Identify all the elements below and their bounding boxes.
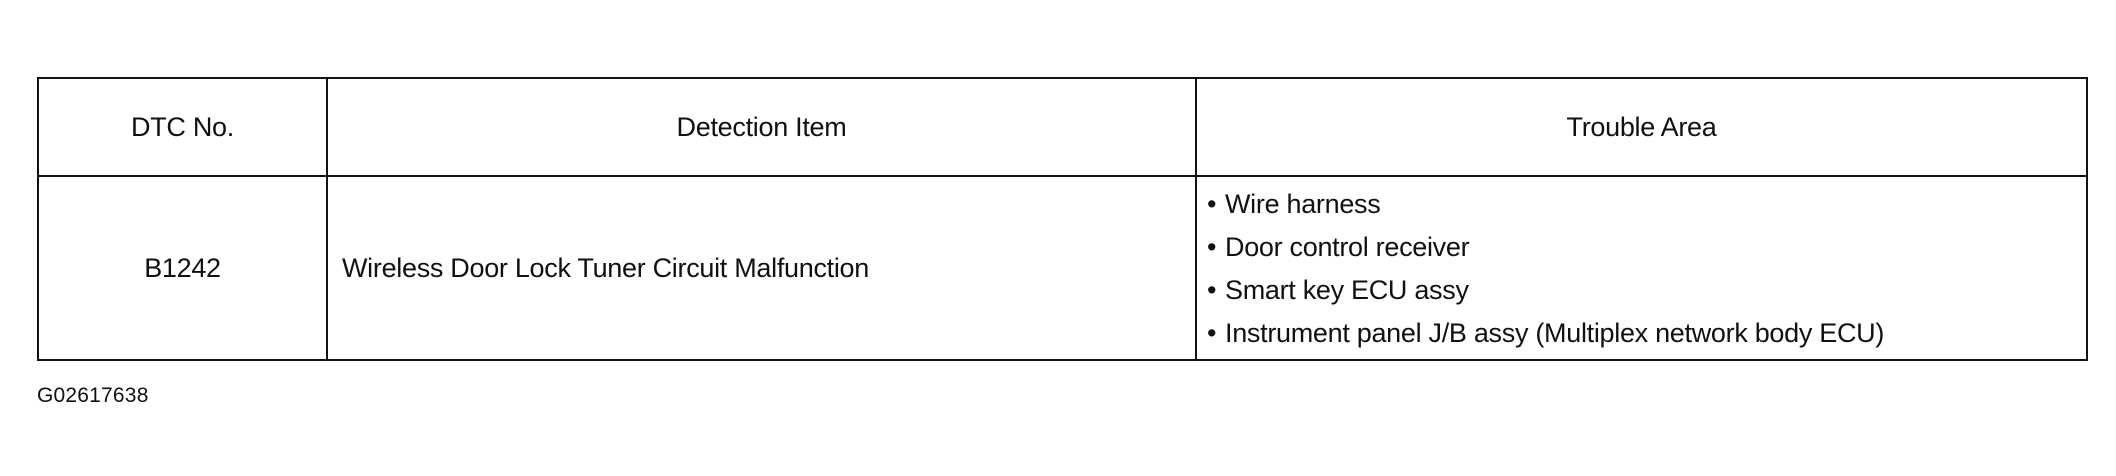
trouble-area-list: •Wire harness •Door control receiver •Sm… [1207,177,2086,359]
list-item: •Instrument panel J/B assy (Multiplex ne… [1207,312,2086,355]
list-item: •Smart key ECU assy [1207,269,2086,312]
dtc-table: DTC No. Detection Item Trouble Area B124… [37,77,2088,361]
bullet-icon: • [1207,189,1217,219]
list-item: •Door control receiver [1207,226,2086,269]
table-row: B1242 Wireless Door Lock Tuner Circuit M… [37,175,2088,361]
cell-detection-item: Wireless Door Lock Tuner Circuit Malfunc… [326,175,1197,361]
header-detection-item: Detection Item [326,77,1197,177]
list-item: •Wire harness [1207,183,2086,226]
bullet-icon: • [1207,232,1217,262]
table-header-row: DTC No. Detection Item Trouble Area [37,77,2088,177]
bullet-icon: • [1207,318,1217,348]
figure-id: G02617638 [37,384,149,407]
cell-dtc-no: B1242 [37,175,328,361]
header-dtc-no: DTC No. [37,77,328,177]
header-trouble-area: Trouble Area [1195,77,2088,177]
cell-trouble-area: •Wire harness •Door control receiver •Sm… [1195,175,2088,361]
bullet-icon: • [1207,275,1217,305]
